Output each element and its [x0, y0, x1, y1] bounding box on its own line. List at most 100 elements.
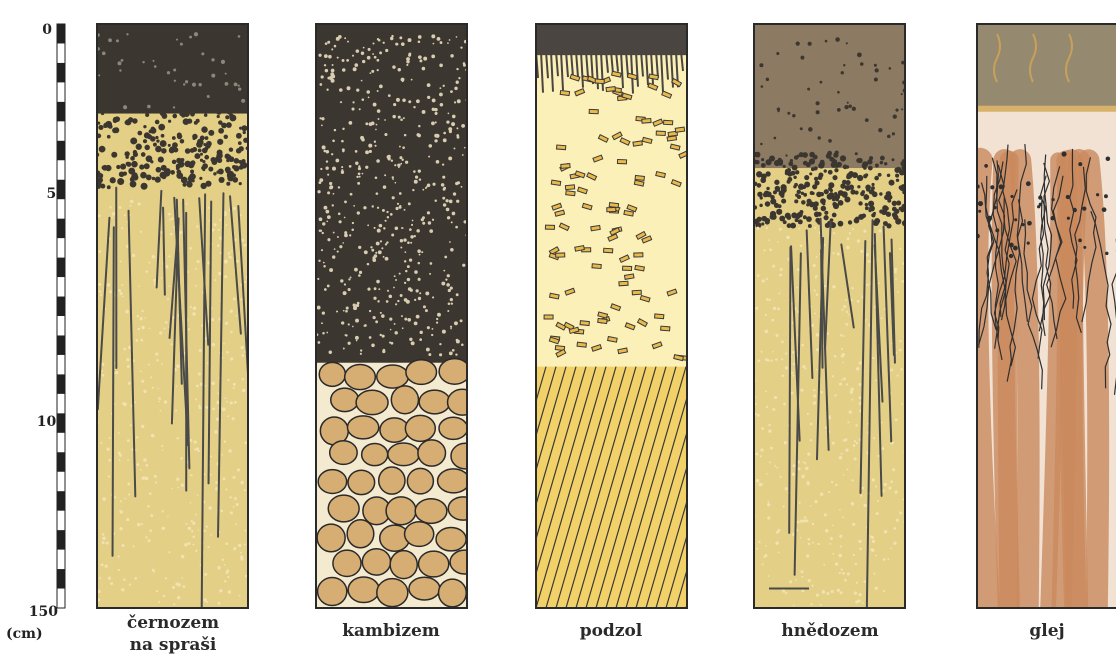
loess-speck: [230, 309, 233, 312]
loess-speck: [159, 331, 162, 334]
humus-transition-crumb: [108, 104, 113, 109]
loess-speck: [843, 439, 846, 442]
loess-speck: [839, 572, 841, 574]
argillic-crumb: [776, 209, 782, 215]
loess-speck: [188, 527, 192, 531]
loess-speck: [185, 523, 187, 525]
loess-speck: [839, 382, 842, 385]
loess-speck: [190, 474, 192, 476]
cambic-speck: [416, 229, 419, 232]
loess-speck: [145, 464, 148, 467]
profile-kambizem: [315, 24, 479, 608]
argillic-crumb: [884, 162, 887, 165]
argillic-crumb: [855, 152, 858, 155]
cambic-speck: [445, 199, 448, 202]
loess-speck: [232, 476, 235, 479]
cambic-speck: [332, 255, 335, 258]
cambic-speck: [323, 262, 325, 264]
loess-speck: [875, 485, 877, 487]
argillic-crumb: [845, 180, 850, 185]
loess-speck: [854, 440, 856, 442]
cambic-speck: [381, 247, 383, 249]
humus-transition-crumb: [139, 164, 144, 169]
loess-speck: [828, 491, 830, 493]
sand-grain: [557, 145, 566, 150]
loess-speck: [801, 475, 804, 478]
loess-speck: [149, 492, 152, 495]
argillic-crumb: [761, 158, 764, 161]
cambic-speck: [440, 41, 443, 44]
loess-speck: [148, 262, 150, 264]
loess-speck: [837, 252, 840, 255]
topsoil-speck: [776, 52, 779, 55]
argillic-crumb: [860, 192, 864, 196]
loess-speck: [210, 534, 212, 536]
scale-bar-segment: [57, 374, 65, 393]
topsoil-speck: [887, 135, 891, 139]
cambic-speck: [345, 310, 348, 313]
humus-transition-crumb: [205, 143, 210, 148]
cambic-speck: [388, 94, 391, 97]
cambic-speck: [433, 43, 435, 45]
loess-speck: [125, 310, 129, 314]
loess-speck: [845, 323, 848, 326]
loess-speck: [123, 578, 126, 581]
iron-concretion: [1027, 242, 1030, 245]
loess-speck: [130, 200, 134, 204]
cambic-speck: [365, 166, 368, 169]
cambic-speck: [326, 220, 328, 222]
loess-speck: [141, 523, 143, 525]
cambic-speck: [378, 250, 382, 254]
cambic-speck: [317, 306, 321, 310]
humus-transition-crumb: [238, 141, 242, 145]
cambic-speck: [427, 326, 430, 329]
humus-transition-crumb: [140, 172, 147, 179]
loess-speck: [99, 577, 101, 579]
scale-bar-segment: [57, 491, 65, 510]
cambic-speck: [419, 59, 422, 62]
loess-speck: [155, 482, 157, 484]
cambic-speck: [391, 342, 394, 345]
loess-speck: [158, 601, 160, 603]
argillic-crumb: [886, 212, 891, 217]
stone: [317, 524, 345, 552]
loess-speck: [224, 260, 228, 264]
loess-speck: [857, 300, 860, 303]
sand-grain: [619, 281, 628, 286]
loess-speck: [117, 555, 119, 557]
loess-speck: [786, 236, 790, 240]
humus-transition-crumb: [187, 182, 193, 188]
iron-concretion: [1051, 198, 1054, 201]
cambic-speck: [414, 322, 418, 326]
scale-bar-segment: [57, 102, 65, 121]
loess-speck: [228, 590, 232, 594]
cambic-speck: [441, 282, 445, 286]
argillic-crumb: [892, 212, 897, 217]
cambic-speck: [339, 220, 342, 223]
loess-speck: [217, 393, 219, 395]
loess-speck: [118, 432, 120, 434]
argillic-crumb: [795, 193, 798, 196]
loess-speck: [758, 359, 761, 362]
sand-grain: [566, 191, 575, 196]
cambic-speck: [455, 353, 457, 355]
cambic-speck: [364, 250, 368, 254]
argillic-crumb: [793, 176, 796, 179]
argillic-crumb: [801, 192, 804, 195]
loess-speck: [780, 268, 783, 271]
humus-speck: [116, 39, 119, 42]
loess-speck: [823, 564, 825, 566]
cambic-speck: [373, 316, 376, 319]
argillic-crumb: [792, 165, 798, 171]
profile-cernozem: [94, 24, 249, 608]
loess-speck: [845, 449, 848, 452]
cambic-speck: [418, 125, 420, 127]
loess-speck: [846, 383, 848, 385]
humus-transition-crumb: [200, 183, 206, 189]
stone: [409, 577, 440, 600]
cambic-speck: [400, 294, 403, 297]
iron-concretion: [1096, 193, 1099, 196]
humus-speck: [225, 82, 229, 86]
cambic-speck: [338, 186, 340, 188]
humus-transition-crumb: [186, 109, 189, 112]
